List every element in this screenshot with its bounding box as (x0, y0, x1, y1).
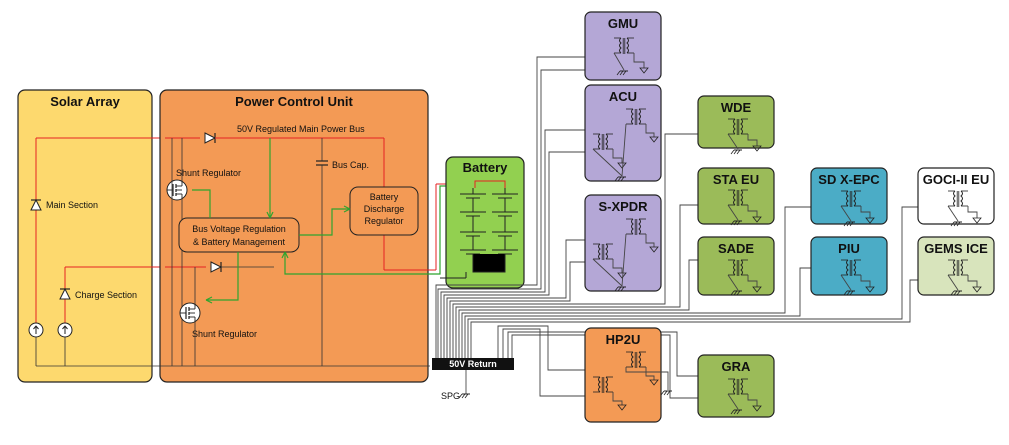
unit-acu: ACU (584, 84, 662, 182)
unit-sta-eu: STA EU (697, 167, 775, 226)
unit-hp2u: HP2U (584, 327, 673, 423)
unit-sade-label: SADE (718, 241, 754, 256)
unit-hp2u-label: HP2U (606, 332, 641, 347)
bvr-label-line1: Bus Voltage Regulation (192, 224, 286, 234)
harness-wires (435, 56, 942, 399)
spg-label: SPG (441, 391, 460, 401)
bdr-label-line2: Discharge (364, 204, 405, 214)
wde-ground-icon (730, 149, 743, 155)
charge-section-source-icon (57, 322, 73, 338)
unit-piu-label: PIU (838, 241, 860, 256)
unit-gems-ice: GEMS ICE (917, 236, 995, 296)
solar-array-title: Solar Array (50, 94, 120, 109)
unit-goci-ii-eu-label: GOCI-II EU (923, 172, 989, 187)
shunt-regulator-top-icon (166, 179, 188, 201)
battery-block: Battery (440, 156, 525, 289)
unit-sade: SADE (697, 236, 775, 296)
battery-title: Battery (463, 160, 509, 175)
bdr-label-line3: Regulator (364, 216, 403, 226)
bdr-label-line1: Battery (370, 192, 399, 202)
bus-cap-label: Bus Cap. (332, 160, 369, 170)
spg-ground-icon (458, 393, 471, 399)
unit-sta-eu-label: STA EU (713, 172, 759, 187)
solar-array-block: Solar Array Main Section Charge Section (17, 89, 165, 383)
unit-sd-x-epc: SD X-EPC (810, 167, 888, 227)
power-control-unit-block: Power Control Unit 50V Regulated Main Po… (36, 89, 446, 383)
shunt-regulator-bottom-label: Shunt Regulator (192, 329, 257, 339)
return-bus-label: 50V Return (449, 359, 497, 369)
unit-gra: GRA (697, 354, 775, 418)
unit-gmu-label: GMU (608, 16, 638, 31)
main-bus-label: 50V Regulated Main Power Bus (237, 124, 365, 134)
unit-gra-label: GRA (722, 359, 752, 374)
unit-wde: WDE (697, 95, 775, 155)
unit-wde-label: WDE (721, 100, 752, 115)
unit-acu-label: ACU (609, 89, 637, 104)
bvr-label-line2: & Battery Management (193, 237, 286, 247)
pcu-title: Power Control Unit (235, 94, 353, 109)
unit-s-xpdr: S-XPDR (584, 194, 662, 292)
unit-piu: PIU (810, 236, 888, 296)
unit-goci-ii-eu: GOCI-II EU (917, 167, 995, 227)
main-section-label: Main Section (46, 200, 98, 210)
unit-sd-x-epc-label: SD X-EPC (818, 172, 880, 187)
unit-s-xpdr-label: S-XPDR (598, 199, 648, 214)
main-section-source-icon (28, 322, 44, 338)
unit-gmu: GMU (584, 11, 662, 81)
charge-section-label: Charge Section (75, 290, 137, 300)
shunt-regulator-top-label: Shunt Regulator (176, 168, 241, 178)
shunt-regulator-bottom-icon (179, 302, 201, 324)
return-bus: 50V Return SPG (432, 358, 514, 401)
unit-gems-ice-label: GEMS ICE (924, 241, 988, 256)
